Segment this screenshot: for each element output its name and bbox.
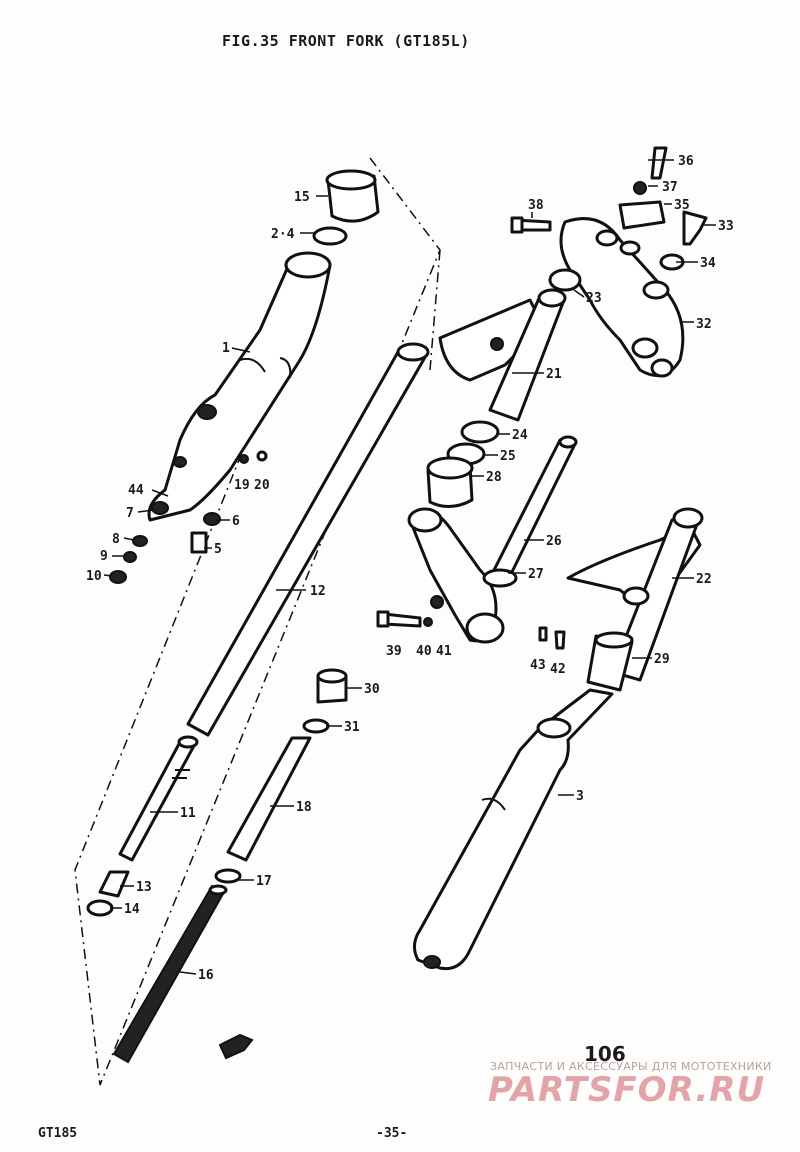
direction-arrow-icon [218,1033,254,1060]
part-2-4-ring [312,226,348,246]
part-26-steering-stem [482,435,578,588]
label-12: 12 [310,584,326,599]
label-40: 40 [416,644,432,659]
part-41-nut [430,595,444,609]
part-21-upper-cover [438,288,567,422]
part-number-labels: 36 37 35 33 38 34 15 2·4 23 32 1 21 24 2… [86,154,734,983]
part-31-o-ring [302,718,330,734]
label-26: 26 [546,534,562,549]
part-38-bolt [510,216,552,234]
label-42: 42 [550,662,566,677]
part-15-dust-seal [325,169,380,223]
label-31: 31 [344,720,360,735]
leader-lines [103,159,716,975]
label-37: 37 [662,180,678,195]
part-11-damper-rod [118,735,199,862]
label-29: 29 [654,652,670,667]
label-8: 8 [112,532,120,547]
figure-title: FIG.35 FRONT FORK (GT185L) [222,32,470,50]
label-23: 23 [586,291,602,306]
label-30: 30 [364,682,380,697]
part-32-handle-bracket [559,217,685,378]
label-33: 33 [718,219,734,234]
part-28-bearing-race [426,456,474,508]
part-39-bolt [376,610,422,628]
part-1-outer-tube-left [147,251,332,522]
label-27: 27 [528,567,544,582]
small-hardware-left [109,450,268,584]
part-35-clamp [618,200,666,230]
watermark-logo-text: PARTSFOR.RU [488,1070,766,1110]
part-18-spacer [226,736,312,862]
label-6: 6 [232,514,240,529]
part-16-fork-spring [112,884,228,1064]
part-23-ring [548,268,582,292]
part-29-collar [586,631,634,692]
label-36: 36 [678,154,694,169]
label-17: 17 [256,874,272,889]
part-14-washer [86,899,114,917]
part-13-rod-seat [98,870,130,898]
label-22: 22 [696,572,712,587]
label-1: 1 [222,341,230,356]
part-30-cap-bolt [316,668,348,704]
assembly-boundary-line [74,157,441,1086]
label-44: 44 [128,483,144,498]
label-25: 25 [500,449,516,464]
part-33-bolt [682,210,708,246]
part-17-spring-seat [214,868,242,884]
label-2-4: 2·4 [271,227,295,242]
label-38: 38 [528,198,544,213]
label-32: 32 [696,317,712,332]
page-number: -35- [376,1126,408,1141]
label-41: 41 [436,644,452,659]
label-9: 9 [100,549,108,564]
label-34: 34 [700,256,716,271]
part-42-screw [554,630,566,650]
label-11: 11 [180,806,196,821]
part-40-washer [423,617,433,627]
part-36-bolt [650,146,668,180]
assembly-boundary-line-2 [429,249,441,371]
label-3: 3 [576,789,584,804]
label-7: 7 [126,506,134,521]
sheet-number: 106 [584,1042,626,1066]
label-18: 18 [296,800,312,815]
label-21: 21 [546,367,562,382]
label-16: 16 [198,968,214,983]
label-28: 28 [486,470,502,485]
part-27-lower-bracket [407,507,505,644]
part-24-bearing-seal [460,420,500,444]
label-10: 10 [86,569,102,584]
part-3-outer-tube-right [413,688,614,971]
model-code: GT185 [38,1126,78,1141]
label-20: 20 [254,478,270,493]
part-37-washer [633,181,647,195]
watermark-tagline: ЗАПЧАСТИ И АКСЕССУАРЫ ДЛЯ МОТОТЕХНИКИ [490,1060,772,1073]
label-35: 35 [674,198,690,213]
label-15: 15 [294,190,310,205]
label-24: 24 [512,428,528,443]
part-43-screw [538,626,548,642]
label-43: 43 [530,658,546,673]
label-13: 13 [136,880,152,895]
label-39: 39 [386,644,402,659]
part-22-upper-bracket-right [566,507,704,682]
label-5: 5 [214,542,222,557]
part-12-inner-tube [186,342,430,737]
label-14: 14 [124,902,140,917]
label-19: 19 [234,478,250,493]
